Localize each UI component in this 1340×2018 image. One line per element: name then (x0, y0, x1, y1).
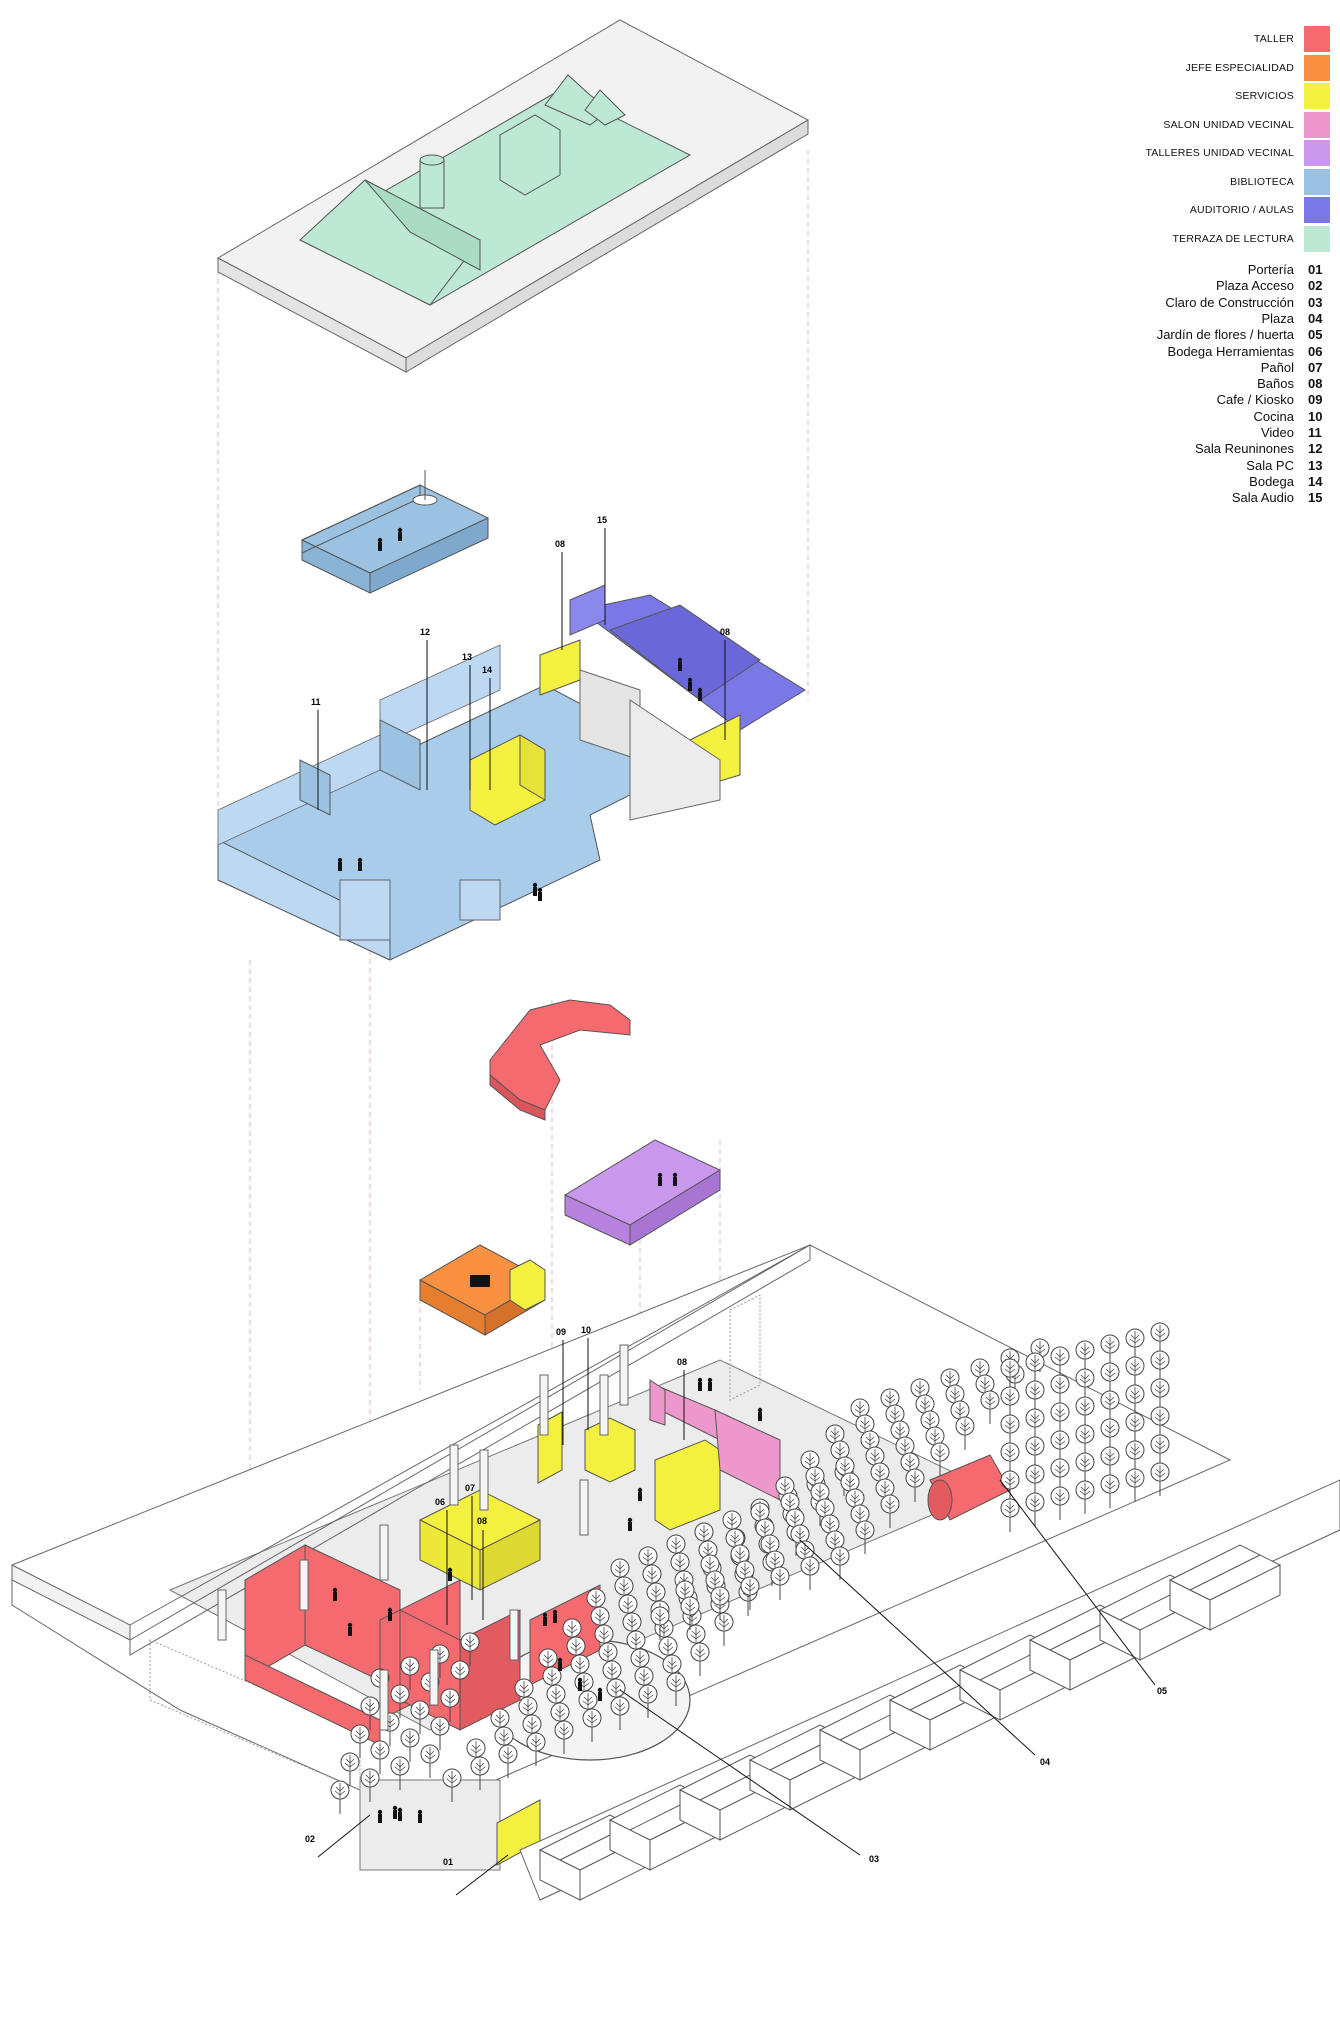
callout-08-upper-b: 08 (720, 627, 730, 637)
program-legend-swatch (1304, 140, 1330, 166)
program-legend-swatch (1304, 111, 1330, 138)
program-legend-label: TALLER (1253, 33, 1294, 45)
program-legend-label: TALLERES UNIDAD VECINAL (1145, 147, 1294, 159)
program-legend-swatch (1304, 197, 1330, 223)
callout-11: 11 (311, 697, 321, 707)
taller-stair (489, 999, 631, 1121)
numbered-legend-number: 13 (1308, 457, 1323, 473)
callout-12: 12 (420, 627, 430, 637)
numbered-legend-name: Sala Reuninones (1194, 441, 1294, 457)
callout-08-ground-b: 08 (677, 1357, 687, 1367)
numbered-legend-item: Sala Audio 15 (1080, 490, 1330, 506)
callout-10: 10 (581, 1325, 591, 1335)
numbered-legend-number: 07 (1308, 359, 1323, 375)
program-legend-swatch (1304, 26, 1330, 52)
callout-08-upper-a: 08 (555, 539, 565, 549)
program-legend-item: JEFE ESPECIALIDAD (1080, 54, 1330, 81)
numbered-legend-number: 04 (1308, 310, 1323, 326)
salon-unidad-vecinal (649, 1379, 781, 1501)
numbered-legend-number: 11 (1308, 425, 1322, 440)
callout-01: 01 (443, 1857, 453, 1867)
numbered-legend-number: 08 (1308, 376, 1323, 392)
numbered-legend-number: 14 (1308, 473, 1323, 489)
numbered-legend-name: Sala Audio (1231, 490, 1294, 506)
numbered-legend-number: 09 (1308, 392, 1323, 408)
numbered-legend-name: Cocina (1253, 408, 1294, 424)
numbered-legend-item: Pañol 07 (1080, 360, 1330, 376)
numbered-legend-item: Sala Reuninones 12 (1080, 441, 1330, 457)
numbered-legend-name: Plaza (1261, 310, 1294, 326)
numbered-legend-item: Claro de Construcción 03 (1080, 295, 1330, 311)
callout-06: 06 (435, 1497, 445, 1507)
program-legend-label: AUDITORIO / AULAS (1189, 204, 1294, 216)
program-legend-item: TALLER (1080, 26, 1330, 52)
program-legend-item: TERRAZA DE LECTURA (1080, 225, 1330, 252)
callout-07: 07 (465, 1483, 475, 1493)
reading-room-upper (300, 470, 490, 594)
program-legend-item: SERVICIOS (1080, 83, 1330, 109)
program-legend-item: SALON UNIDAD VECINAL (1080, 111, 1330, 138)
numbered-legend-name: Plaza Acceso (1215, 278, 1294, 294)
numbered-legend-number: 02 (1308, 278, 1323, 294)
numbered-legend-name: Claro de Construcción (1165, 294, 1294, 310)
program-legend-label: BIBLIOTECA (1230, 175, 1294, 188)
numbered-legend-name: Bodega Herramientas (1167, 343, 1294, 359)
callout-02: 02 (305, 1834, 315, 1844)
numbered-legend-item: Baños 08 (1080, 376, 1330, 392)
numbered-legend-item: Portería 01 (1080, 262, 1330, 278)
numbered-legend-item: Video 11 (1080, 425, 1330, 441)
numbered-legend-name: Video (1260, 425, 1294, 440)
program-legend-swatch (1304, 225, 1330, 252)
numbered-legend-number: 10 (1308, 408, 1323, 424)
numbered-legend-item: Plaza Acceso 02 (1080, 278, 1330, 294)
numbered-legend-name: Cafe / Kiosko (1216, 392, 1294, 408)
numbered-legend-item: Bodega Herramientas 06 (1080, 344, 1330, 360)
numbered-legend-name: Pañol (1260, 359, 1294, 375)
numbered-legend-item: Sala PC 13 (1080, 458, 1330, 474)
program-legend-item: BIBLIOTECA (1080, 168, 1330, 195)
program-legend-label: JEFE ESPECIALIDAD (1185, 61, 1294, 74)
program-legend-label: SALON UNIDAD VECINAL (1163, 118, 1294, 131)
callout-09: 09 (556, 1327, 566, 1337)
callout-03: 03 (869, 1854, 879, 1864)
numbered-legend-number: 12 (1308, 441, 1323, 457)
roof-terrace (216, 19, 810, 373)
callout-05: 05 (1157, 1686, 1167, 1696)
numbered-legend-number: 05 (1308, 327, 1323, 343)
callout-08-ground-a: 08 (477, 1516, 487, 1526)
callout-13: 13 (462, 652, 472, 662)
program-legend-swatch (1304, 54, 1330, 81)
numbered-legend-item: Jardín de flores / huerta 05 (1080, 327, 1330, 343)
columns (217, 1344, 629, 1731)
library-floor (217, 644, 631, 961)
callout-04: 04 (1040, 1757, 1050, 1767)
talleres-unidad-vecinal (563, 1139, 722, 1246)
program-legend-swatch (1304, 168, 1330, 195)
program-legend-label: TERRAZA DE LECTURA (1172, 232, 1294, 245)
numbered-legend-name: Baños (1257, 376, 1294, 392)
numbered-legend-number: 15 (1308, 490, 1323, 506)
numbered-legend-number: 03 (1308, 294, 1323, 310)
program-legend-label: SERVICIOS (1235, 90, 1294, 102)
tree-icon (330, 1780, 350, 1815)
numbered-legend-name: Jardín de flores / huerta (1156, 327, 1294, 343)
numbered-legend-item: Cocina 10 (1080, 409, 1330, 425)
numbered-legend-item: Plaza 04 (1080, 311, 1330, 327)
callout-labels: 01 02 03 04 05 06 07 08 09 10 08 11 12 1… (305, 515, 1167, 1867)
numbered-legend-number: 06 (1308, 343, 1323, 359)
jefe-especialidad (418, 1244, 547, 1336)
program-legend-item: TALLERES UNIDAD VECINAL (1080, 140, 1330, 166)
numbered-legend-name: Portería (1247, 262, 1294, 277)
numbered-legend-number: 01 (1308, 262, 1323, 277)
callout-15: 15 (597, 515, 607, 525)
program-legend-swatch (1304, 83, 1330, 109)
numbered-legend-item: Bodega 14 (1080, 474, 1330, 490)
numbered-legend-item: Cafe / Kiosko 09 (1080, 392, 1330, 408)
numbered-legend-name: Sala PC (1246, 457, 1294, 473)
leader-lines (317, 528, 1156, 1896)
callout-14: 14 (482, 665, 492, 675)
numbered-legend-name: Bodega (1249, 473, 1294, 489)
program-legend-item: AUDITORIO / AULAS (1080, 197, 1330, 223)
